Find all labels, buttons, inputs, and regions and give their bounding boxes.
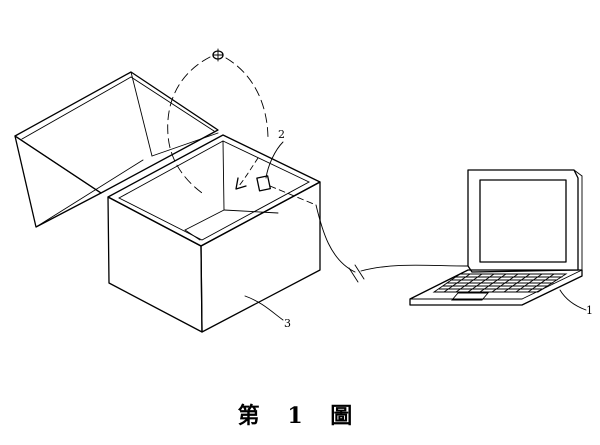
box-lid-rim-2 xyxy=(130,76,215,132)
box-lid-hinge xyxy=(151,132,219,157)
box-lid-edge xyxy=(130,71,153,157)
laptop-screen xyxy=(479,179,567,263)
camera-motion-arc xyxy=(167,56,211,196)
cable-break-2 xyxy=(354,264,365,280)
laptop-keyboard-keys xyxy=(438,273,563,293)
laptop-drawing: 1 xyxy=(409,169,593,317)
cable-break-1 xyxy=(348,267,359,283)
camera-assembly: 2 xyxy=(167,48,285,196)
camera-module xyxy=(256,175,271,192)
camera-swing-position xyxy=(212,48,224,62)
motion-arrow-shaft xyxy=(237,157,259,188)
laptop-base xyxy=(409,269,583,306)
box-inner-floor-front xyxy=(184,229,201,241)
label-2-leader xyxy=(265,141,284,179)
laptop-lid-edge xyxy=(573,169,583,177)
cable-segment-1 xyxy=(315,204,356,273)
box-inner-corner xyxy=(222,140,225,211)
figure-caption: 第 1 圖 xyxy=(237,403,363,429)
label-box: 3 xyxy=(284,317,291,330)
cable xyxy=(269,185,469,283)
laptop-base-side xyxy=(521,269,583,300)
cable-segment-2 xyxy=(360,264,469,272)
label-laptop: 1 xyxy=(586,304,593,317)
cable-hidden-segment xyxy=(269,185,317,206)
box-drawing xyxy=(14,71,321,333)
box-lid-rim xyxy=(21,76,132,140)
camera-motion-arc-right xyxy=(225,57,269,141)
box-inner-floor-right xyxy=(223,209,279,214)
label-camera: 2 xyxy=(278,128,285,141)
box-top-rim xyxy=(107,134,321,247)
box-front-face xyxy=(107,196,203,333)
box-inner-floor-left xyxy=(184,209,225,231)
box-inner-rim xyxy=(118,140,310,241)
box-side-face xyxy=(200,181,321,333)
box-lid-crease xyxy=(35,159,144,228)
box-lid-left-flap xyxy=(14,71,219,194)
laptop-touchpad xyxy=(451,292,489,301)
laptop-lid xyxy=(467,169,579,273)
label-3-leader xyxy=(244,295,284,321)
motion-arrowhead xyxy=(235,177,247,190)
box-lid-inner-panel xyxy=(14,135,102,228)
label-1-leader xyxy=(559,289,587,311)
